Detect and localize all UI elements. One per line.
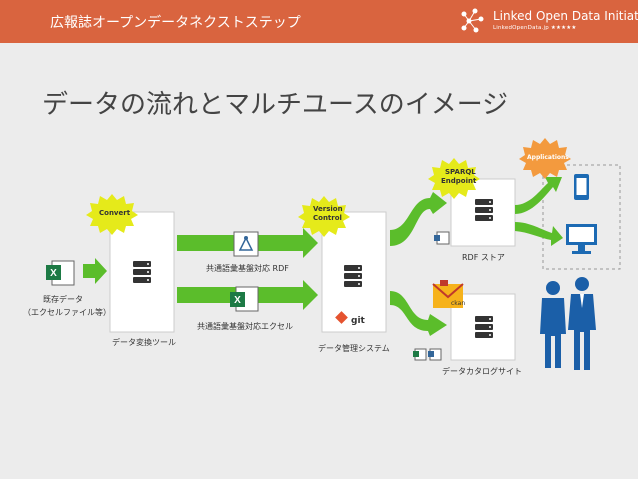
page-title: データの流れとマルチユースのイメージ xyxy=(42,90,509,120)
existing-data-label: 既存データ xyxy=(43,295,83,304)
ckan-icon xyxy=(432,280,464,308)
convert-badge-label: Convert xyxy=(99,209,131,217)
desktop-icon xyxy=(566,224,597,254)
svg-text:X: X xyxy=(50,268,57,279)
excel-file-icon: X xyxy=(46,260,75,286)
arrow-to-catalog xyxy=(390,291,447,336)
header-bar xyxy=(0,0,638,43)
smartphone-icon xyxy=(574,174,589,200)
version-control-badge xyxy=(298,196,350,237)
applications-badge xyxy=(519,138,571,179)
conversion-server-icon xyxy=(133,261,151,283)
people-icon xyxy=(540,277,596,370)
applications-box xyxy=(542,164,621,270)
small-rdf-icon xyxy=(434,231,450,245)
lod-brand-sub: LinkedOpenData.jp ★★★★★ xyxy=(493,25,577,31)
existing-data-sublabel: （エクセルファイル等） xyxy=(23,308,111,317)
header-title: 広報誌オープンデータネクストステップ xyxy=(50,15,301,31)
rdf-file-icon xyxy=(233,231,259,257)
sparql-badge-line2: Endpoint xyxy=(441,177,477,185)
lod-brand-name: Linked Open Data Initiative xyxy=(493,9,638,23)
version-badge-line2: Control xyxy=(313,214,342,222)
applications-badge-label: Applications xyxy=(527,154,569,161)
small-excel-icons xyxy=(413,348,442,361)
git-label: git xyxy=(351,316,365,326)
data-management-label: データ管理システム xyxy=(318,344,390,353)
lod-logo-icon xyxy=(461,8,484,33)
git-icon xyxy=(335,311,348,324)
rdf-server-icon xyxy=(475,199,493,221)
version-badge-line1: Version xyxy=(313,205,343,213)
conversion-tool-label: データ変換ツール xyxy=(112,338,176,347)
convert-badge xyxy=(86,194,138,235)
ckan-label: ckan xyxy=(451,300,466,307)
sparql-badge-line1: SPARQL xyxy=(445,168,476,176)
svg-text:X: X xyxy=(234,295,241,306)
rdf-common-label: 共通語彙基盤対応 RDF xyxy=(206,264,289,273)
management-server-icon xyxy=(344,265,362,287)
arrow-to-rdf-store xyxy=(390,192,447,246)
catalog-server-icon xyxy=(475,316,493,338)
arrow-to-desktop xyxy=(515,222,563,246)
rdf-store-label: RDF ストア xyxy=(462,253,505,262)
sparql-badge xyxy=(428,158,480,199)
excel-common-icon: X xyxy=(230,286,259,312)
excel-common-label: 共通語彙基盤対応エクセル xyxy=(197,322,293,331)
arrow-existing-to-tool xyxy=(83,258,107,284)
catalog-site-label: データカタログサイト xyxy=(442,367,522,376)
arrow-to-mobile xyxy=(515,177,562,214)
